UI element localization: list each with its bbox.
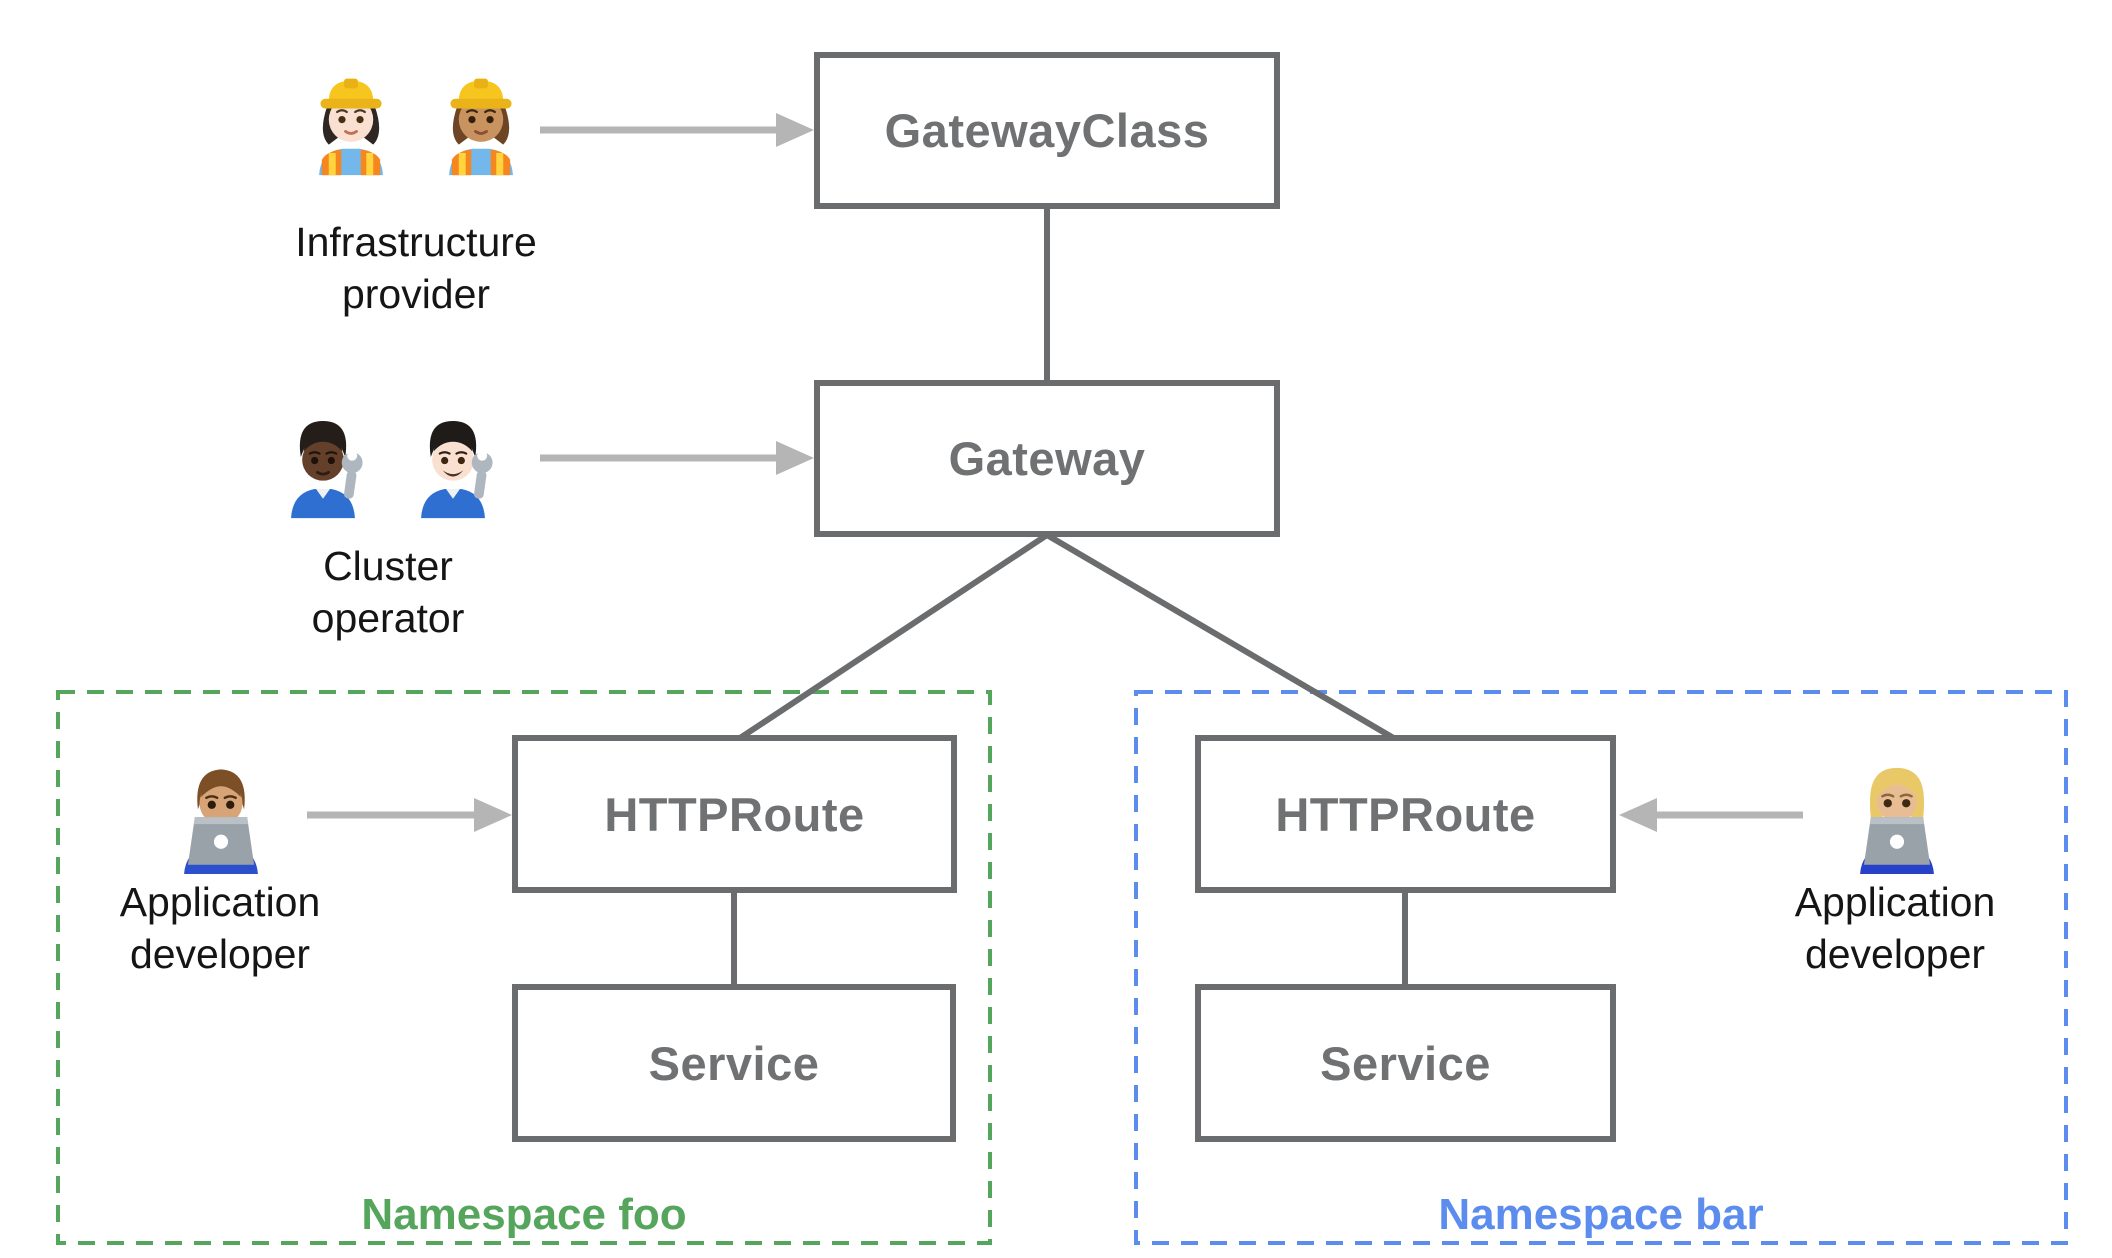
gateway-label: Gateway — [948, 432, 1146, 485]
application-developer-bar-label-line1: Application — [1794, 879, 1996, 925]
application-developer-foo-label: Application developer — [20, 876, 420, 980]
gatewayclass-label: GatewayClass — [884, 104, 1210, 157]
cluster-operator-label-line2: operator — [311, 595, 465, 641]
httproute-foo-node: HTTPRoute — [512, 735, 957, 893]
service-foo-label: Service — [648, 1036, 820, 1090]
arrow-developer-to-httproute-bar — [1619, 798, 1803, 832]
application-developer-bar-label: Application developer — [1695, 876, 2095, 980]
infrastructure-provider-icons — [301, 58, 531, 184]
service-bar-node: Service — [1195, 984, 1616, 1142]
namespace-foo-label: Namespace foo — [361, 1190, 687, 1239]
application-developer-bar-label-line2: developer — [1804, 931, 1986, 977]
namespace-bar-label: Namespace bar — [1438, 1190, 1764, 1239]
infrastructure-provider-label-line2: provider — [341, 271, 491, 317]
application-developer-foo-label-line2: developer — [129, 931, 311, 977]
man-mechanic-light-icon — [421, 420, 493, 519]
hierarchy-lines — [731, 206, 1408, 987]
cluster-operator-label-line1: Cluster — [323, 543, 453, 589]
edge-gateway-httproute-bar — [1045, 532, 1399, 743]
application-developer-bar-icon — [1841, 754, 1953, 874]
arrow-developer-to-httproute-foo — [307, 798, 512, 832]
persona-arrows — [307, 113, 1803, 832]
woman-technologist-icon — [1860, 767, 1934, 874]
application-developer-foo-label-line1: Application — [119, 879, 321, 925]
namespace-foo-boundary — [56, 690, 992, 1245]
woman-construction-worker-light-icon — [319, 78, 383, 176]
arrow-cluster-operator-to-gateway — [540, 441, 814, 475]
gatewayclass-node: GatewayClass — [814, 52, 1280, 209]
namespace-bar-boundary — [1134, 690, 2068, 1245]
httproute-foo-label: HTTPRoute — [604, 787, 865, 841]
application-developer-foo-icon — [165, 754, 277, 874]
httproute-bar-label: HTTPRoute — [1275, 787, 1536, 841]
arrow-infrastructure-to-gatewayclass — [540, 113, 814, 147]
infrastructure-provider-label: Infrastructure provider — [216, 216, 616, 320]
httproute-bar-node: HTTPRoute — [1195, 735, 1616, 893]
service-foo-node: Service — [512, 984, 956, 1142]
woman-construction-worker-medium-icon — [449, 78, 513, 176]
gateway-node: Gateway — [814, 380, 1280, 537]
infrastructure-provider-label-line1: Infrastructure — [295, 219, 537, 265]
man-technologist-icon — [184, 769, 258, 874]
cluster-operator-label: Cluster operator — [188, 540, 588, 644]
cluster-operator-icons — [273, 398, 503, 530]
mechanic-dark-icon — [291, 420, 363, 519]
edge-gateway-httproute-foo — [735, 532, 1049, 743]
service-bar-label: Service — [1320, 1036, 1491, 1090]
